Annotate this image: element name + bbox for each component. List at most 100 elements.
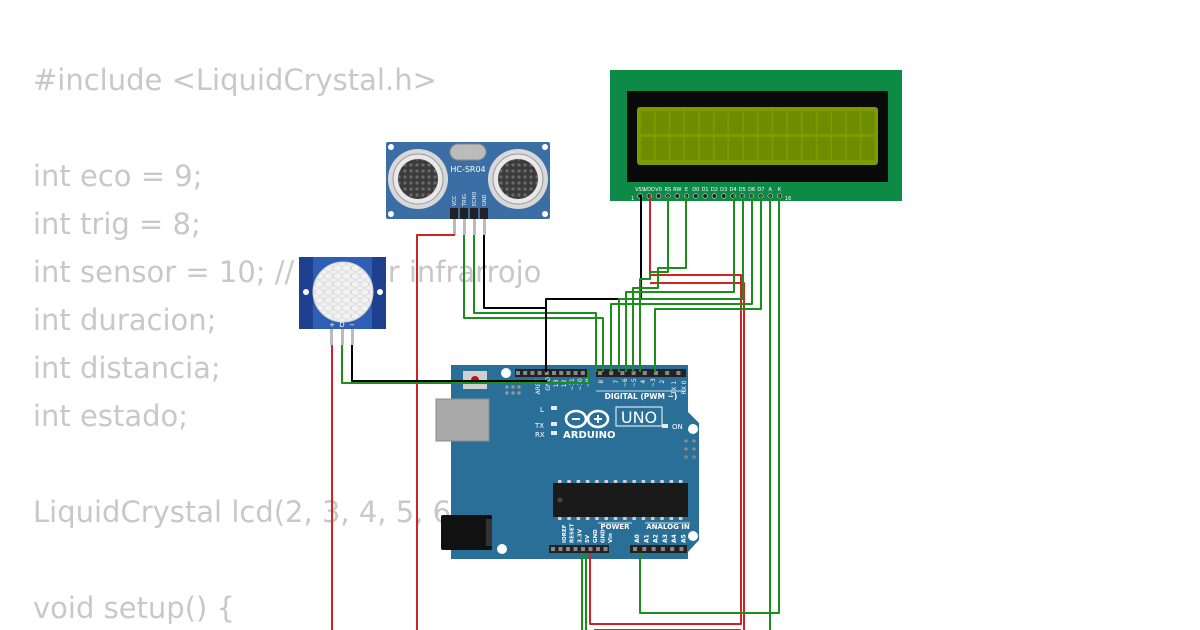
header-pin[interactable] (537, 371, 542, 375)
lcd-char-cell (670, 111, 684, 134)
header-pin[interactable] (596, 547, 600, 551)
header-pin[interactable] (651, 547, 656, 551)
digital-pin-label: ~3 (650, 378, 657, 387)
wires[interactable] (331, 195, 780, 630)
lcd-pin-label: RS (665, 187, 672, 193)
header-pin[interactable] (633, 547, 637, 551)
chip-leg (567, 517, 571, 520)
wire-lcd-k (639, 195, 780, 614)
header-pin[interactable] (581, 547, 585, 551)
chip-leg (669, 480, 674, 483)
header-pin[interactable] (573, 371, 578, 375)
wire-lcd-d5 (618, 195, 744, 372)
led-rx (551, 431, 557, 435)
chip-leg (669, 517, 674, 520)
atmega328p-chip (553, 483, 688, 517)
power-header (549, 545, 609, 553)
lcd-pin-label: RW (673, 187, 681, 193)
wire-lcd-vdd (589, 195, 742, 625)
chip-leg (604, 480, 608, 483)
header-pin[interactable] (660, 547, 665, 551)
header-pin[interactable] (558, 547, 563, 551)
pir-pin-label: + (329, 321, 335, 329)
hc-sr04-pin-label: ECHO (472, 192, 478, 206)
digital-pin-label: RX 0 (681, 380, 688, 394)
lcd-pin[interactable] (721, 193, 727, 199)
header-pin[interactable] (670, 547, 675, 551)
analog-pin-label: A3 (662, 534, 669, 543)
lcd-char-cell (788, 137, 801, 160)
chip-leg (604, 517, 608, 520)
header-pin[interactable] (642, 547, 647, 551)
analog-pin-label: A5 (681, 534, 688, 543)
chip-leg (576, 480, 581, 483)
header-pin[interactable] (676, 371, 681, 375)
mount-hole (303, 289, 309, 295)
code-line: int eco = 9; (33, 159, 203, 193)
mount-hole (377, 289, 383, 295)
chip-leg (585, 517, 590, 520)
header-pin[interactable] (559, 371, 564, 375)
lcd-pin-label: D5 (739, 187, 746, 193)
pir-sensor[interactable]: +D− (299, 257, 386, 345)
analog-pin-label: A4 (671, 534, 678, 543)
header-pin[interactable] (551, 547, 555, 551)
header-pin[interactable] (580, 371, 585, 375)
lcd-char-cell (773, 137, 787, 160)
header-pin[interactable] (516, 371, 520, 375)
lcd-pin[interactable] (674, 193, 680, 199)
lcd-char-cell (729, 137, 743, 160)
lcd-char-cell (699, 137, 713, 160)
lcd-char-grid (641, 111, 875, 160)
chip-leg (576, 517, 581, 520)
lcd-pin-label: D0 (692, 187, 699, 193)
lcd-char-cell (743, 111, 757, 134)
lcd-pin[interactable] (655, 193, 662, 199)
header-pin[interactable] (654, 371, 658, 375)
led-rx-label: RX (535, 431, 545, 439)
chip-leg (567, 480, 571, 483)
lcd-pin[interactable] (693, 193, 699, 199)
lcd-pin-label: E (685, 187, 688, 193)
digital-pin-label: AREF (535, 378, 542, 394)
header-pin[interactable] (642, 371, 647, 375)
header-pin[interactable] (530, 371, 535, 375)
code-line: int duracion; (33, 303, 217, 337)
chip-leg (595, 480, 599, 483)
header-pin[interactable] (609, 371, 614, 375)
header-pin[interactable] (631, 371, 636, 375)
wire-pir-data (341, 345, 590, 384)
header-pin[interactable] (544, 371, 549, 375)
header-pin[interactable] (523, 371, 528, 375)
hc-sr04-pin-header (450, 208, 488, 235)
header-pin[interactable] (603, 547, 608, 551)
header-pin[interactable] (566, 371, 571, 375)
header-pin[interactable] (566, 547, 570, 551)
lcd-pin-label: D1 (702, 187, 709, 193)
header-pin[interactable] (573, 547, 578, 551)
wire-lcd-d4 (625, 195, 735, 372)
mount-hole (542, 144, 548, 150)
lcd-char-cell (699, 111, 713, 134)
chip-leg (678, 480, 683, 483)
header-pin[interactable] (665, 371, 670, 375)
header-pin[interactable] (598, 371, 602, 375)
lcd-pin-label: D3 (720, 187, 727, 193)
mount-hole (388, 211, 394, 217)
bottom-pin-holes (551, 547, 684, 551)
chip-leg (558, 480, 562, 483)
lcd-pin[interactable] (711, 193, 718, 199)
header-pin[interactable] (552, 371, 556, 375)
lcd-pin[interactable] (702, 193, 708, 199)
analog-pin-label: A1 (643, 534, 650, 543)
header-pin[interactable] (588, 547, 593, 551)
header-pin[interactable] (679, 547, 684, 551)
lcd-char-cell (729, 111, 743, 134)
wire-hc-vcc (416, 234, 455, 630)
header-pin[interactable] (620, 371, 625, 375)
ultrasonic-transducer-left (388, 149, 448, 209)
